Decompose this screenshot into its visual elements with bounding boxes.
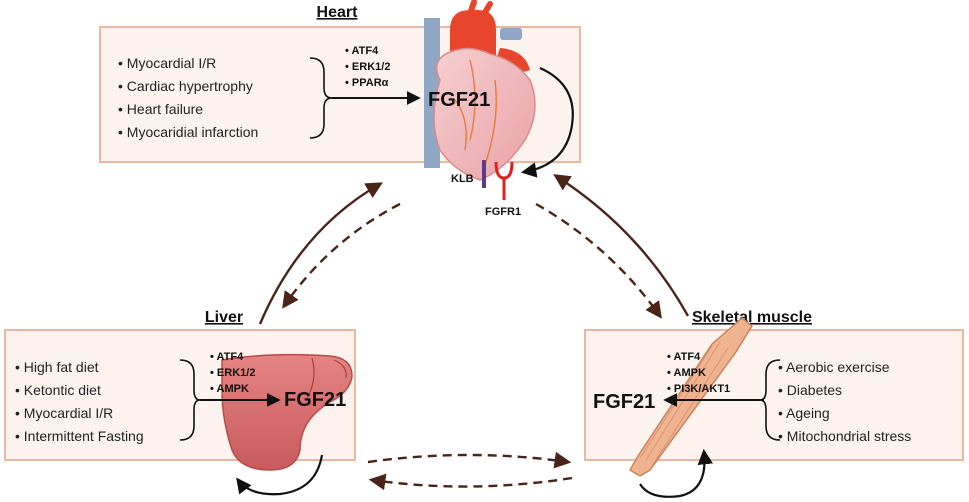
list-item: • Diabetes — [778, 382, 842, 398]
list-item: • PI3K/AKT1 — [667, 383, 730, 395]
receptor-klb: KLB — [451, 160, 486, 188]
list-item: • ERK1/2 — [210, 367, 255, 379]
heart-pathway-list: • ATF4 • ERK1/2 • PPARα — [345, 45, 390, 89]
receptor-fgfr1: FGFR1 — [485, 161, 521, 218]
muscle-title: Skeletal muscle — [692, 309, 812, 326]
arrow-heart-to-liver — [282, 202, 401, 309]
muscle-condition-list: • Aerobic exercise • Diabetes • Ageing •… — [778, 359, 911, 444]
list-item: • ATF4 — [667, 351, 701, 363]
heart-organ-icon: FGF21 — [424, 0, 536, 181]
list-item: • Ketontic diet — [15, 382, 101, 398]
muscle-panel: Skeletal muscle FGF21 • ATF4 • AMPK • PI… — [584, 309, 964, 498]
muscle-brace — [759, 359, 781, 441]
list-item: • Mitochondrial stress — [778, 428, 911, 444]
arrow-muscle-to-liver — [368, 473, 573, 491]
muscle-organ-icon — [628, 317, 753, 477]
muscle-autocrine-arrow — [639, 448, 713, 498]
list-item: • Myocardial I/R — [118, 55, 216, 71]
liver-organ-icon: FGF21 — [221, 353, 353, 471]
crosstalk-arrows — [258, 174, 690, 491]
arrow-muscle-to-heart — [553, 174, 690, 317]
list-item: • Aerobic exercise — [778, 359, 890, 375]
list-item: • Myocaridial infarction — [118, 124, 258, 140]
heart-title: Heart — [317, 4, 359, 21]
liver-hormone-label: FGF21 — [284, 389, 346, 411]
list-item: • ERK1/2 — [345, 61, 390, 73]
list-item: • ATF4 — [210, 351, 244, 363]
arrow-liver-to-heart — [258, 182, 383, 325]
list-item: • Cardiac hypertrophy — [118, 78, 253, 94]
liver-condition-list: • High fat diet • Ketontic diet • Myocar… — [15, 359, 144, 444]
list-item: • AMPK — [210, 383, 249, 395]
muscle-hormone-label: FGF21 — [593, 391, 655, 413]
list-item: • Myocardial I/R — [15, 405, 113, 421]
heart-hormone-label: FGF21 — [428, 89, 490, 111]
list-item: • High fat diet — [15, 359, 99, 375]
liver-pathway-list: • ATF4 • ERK1/2 • AMPK — [210, 351, 255, 395]
muscle-pathway-list: • ATF4 • AMPK • PI3K/AKT1 — [667, 351, 730, 395]
list-item: • PPARα — [345, 77, 389, 89]
list-item: • Intermittent Fasting — [15, 428, 144, 444]
list-item: • ATF4 — [345, 45, 379, 57]
klb-label: KLB — [451, 173, 474, 185]
heart-autocrine-arrow — [520, 66, 574, 178]
list-item: • AMPK — [667, 367, 706, 379]
liver-panel: Liver • High fat diet • Ketontic diet • … — [4, 309, 356, 496]
arrow-liver-to-muscle — [367, 451, 572, 469]
liver-autocrine-arrow — [236, 454, 324, 496]
arrow-heart-to-muscle — [535, 202, 662, 319]
fgfr1-label: FGFR1 — [485, 206, 521, 218]
heart-condition-list: • Myocardial I/R • Cardiac hypertrophy •… — [118, 55, 258, 140]
list-item: • Ageing — [778, 405, 830, 421]
heart-panel: Heart • Myocardial I/R • Cardiac hypertr… — [99, 0, 581, 218]
liver-title: Liver — [205, 309, 243, 326]
list-item: • Heart failure — [118, 101, 203, 117]
